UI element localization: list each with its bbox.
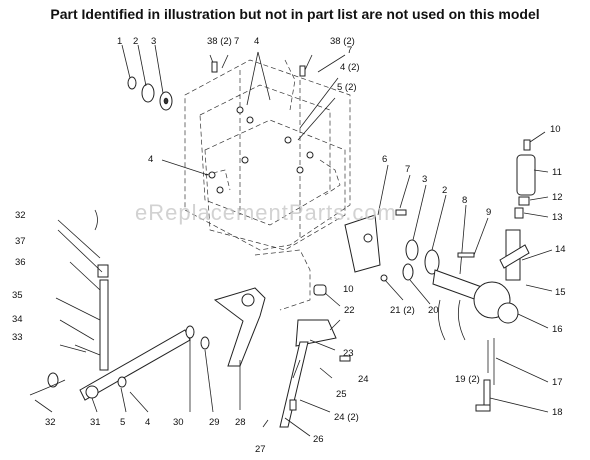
washer-stack-left	[121, 44, 173, 111]
left-linkage	[29, 209, 214, 413]
callout-14: 14	[555, 244, 566, 255]
bolts-top	[161, 51, 346, 176]
callout-20: 20	[428, 305, 439, 316]
callout-4-2: 4 (2)	[340, 62, 360, 73]
callout-34: 34	[12, 314, 23, 325]
callout-32-top: 32	[15, 210, 26, 221]
callout-24: 24	[358, 374, 369, 385]
callout-16: 16	[552, 324, 563, 335]
callout-36: 36	[15, 257, 26, 268]
callout-31: 31	[90, 417, 101, 428]
callout-28: 28	[235, 417, 246, 428]
callout-35: 35	[12, 290, 23, 301]
callout-25: 25	[336, 389, 347, 400]
callout-8: 8	[462, 195, 467, 206]
callout-1: 1	[117, 36, 122, 47]
callout-33: 33	[12, 332, 23, 343]
callout-5-bottom: 5	[120, 417, 125, 428]
callout-27: 27	[255, 444, 266, 455]
callout-24-2: 24 (2)	[334, 412, 359, 423]
callout-10-center: 10	[343, 284, 354, 295]
callout-6: 6	[382, 154, 387, 165]
callout-7: 7	[234, 36, 239, 47]
callout-19-2: 19 (2)	[455, 374, 480, 385]
callout-32-bottom: 32	[45, 417, 56, 428]
callout-13: 13	[552, 212, 563, 223]
callout-7-mid: 7	[405, 164, 410, 175]
callout-30: 30	[173, 417, 184, 428]
lever-column	[473, 131, 553, 413]
watermark-text: eReplacementParts.com	[135, 200, 397, 225]
callout-4-left: 4	[148, 154, 153, 165]
callout-3-right: 3	[422, 174, 427, 185]
callout-12: 12	[552, 192, 563, 203]
callout-labels: 1 2 3 38 (2) 7 4 38 (2) 7 4 (2) 5 (2) 4 …	[12, 36, 566, 455]
callout-18: 18	[552, 407, 563, 418]
callout-21-2: 21 (2)	[390, 305, 415, 316]
callout-22: 22	[344, 305, 355, 316]
callout-23: 23	[343, 348, 354, 359]
callout-4-bottom: 4	[145, 417, 150, 428]
pivot-assembly	[344, 164, 491, 341]
callout-11: 11	[552, 167, 562, 178]
callout-9: 9	[486, 207, 491, 218]
linkage-center	[262, 284, 351, 437]
callout-4: 4	[254, 36, 259, 47]
callout-26: 26	[313, 434, 324, 445]
diagram-header: Part Identified in illustration but not …	[50, 6, 540, 22]
pedal-arm	[213, 287, 266, 410]
callout-7-right: 7	[347, 45, 352, 56]
callout-38: 38 (2)	[207, 36, 232, 47]
callout-10: 10	[550, 124, 561, 135]
frame-plate	[184, 59, 351, 311]
callout-2: 2	[133, 36, 138, 47]
callout-17: 17	[552, 377, 563, 388]
callout-15: 15	[555, 287, 566, 298]
callout-29: 29	[209, 417, 220, 428]
callout-38-right: 38 (2)	[330, 36, 355, 47]
callout-2-right: 2	[442, 185, 447, 196]
callout-37: 37	[15, 236, 26, 247]
callout-5-2: 5 (2)	[337, 82, 357, 93]
callout-3: 3	[151, 36, 156, 47]
